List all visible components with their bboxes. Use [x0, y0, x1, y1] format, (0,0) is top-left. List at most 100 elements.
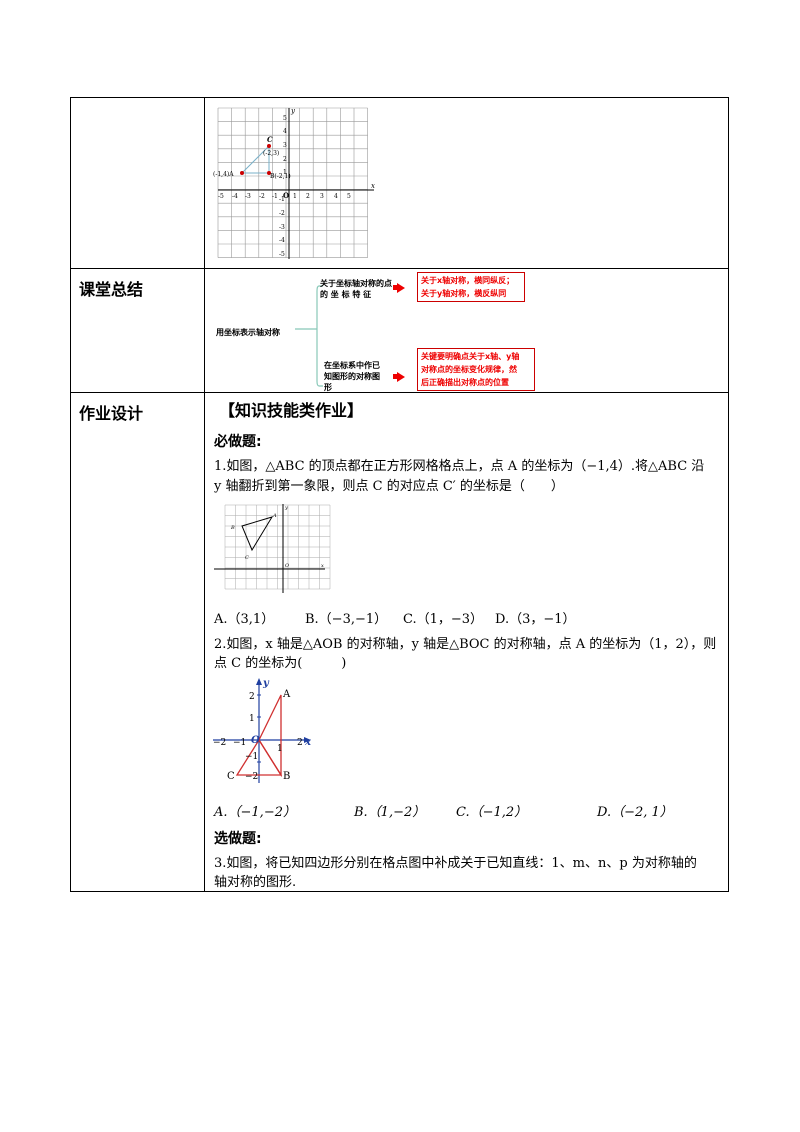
- q2-triangle-aob: [258, 694, 282, 778]
- q2-tick-m2: −2: [245, 772, 258, 782]
- x-tick-label: -2: [259, 193, 265, 200]
- x-tick-label: -1: [272, 193, 278, 200]
- y-tick-label: 5: [283, 115, 287, 122]
- y-tick-label: 4: [283, 128, 287, 135]
- branch2-box-line3: 后正确描出对称点的位置: [421, 378, 509, 387]
- y-tick-label: -3: [279, 224, 285, 231]
- y-axis-label: y: [290, 107, 296, 115]
- branch1-box-line1: 关于x轴对称，横同纵反；: [421, 276, 515, 285]
- q2-option-b[interactable]: B.（1,−2）: [354, 805, 426, 820]
- q2-xtick-m2: −2: [213, 738, 226, 748]
- grid-lines: [217, 107, 368, 258]
- q1-label-b: B: [230, 525, 235, 531]
- point-a-marker: [240, 171, 244, 175]
- x-axis-label: x: [371, 182, 375, 190]
- q1-label-c: C: [245, 555, 249, 561]
- x-tick-label: -4: [232, 193, 238, 200]
- q2-label-o: O: [251, 735, 260, 746]
- branch1-box: 关于x轴对称，横同纵反； 关于y轴对称，横反纵同: [417, 272, 525, 302]
- branch2-arrow-icon: [397, 372, 405, 382]
- q2-xtick-m1: −1: [233, 738, 246, 748]
- point-a-label: (-1,4)A: [213, 171, 234, 178]
- row-label-homework: 作业设计: [79, 404, 144, 423]
- row-label-summary: 课堂总结: [79, 280, 144, 299]
- q2-line1: 2.如图，x 轴是△AOB 的对称轴，y 轴是△BOC 的对称轴，点 A 的坐标…: [214, 637, 717, 652]
- q1-line1: 1.如图，△ABC 的顶点都在正方形网格格点上，点 A 的坐标为（−1,4）.将…: [214, 459, 705, 474]
- required-title: 必做题:: [214, 434, 262, 450]
- branch2-box-line2: 对称点的坐标变化规律，然: [421, 365, 517, 374]
- q1-grid-lines: [224, 504, 331, 590]
- q1-figure: A B C O x y: [214, 504, 331, 593]
- branch1-arrow-stem: [393, 285, 397, 290]
- x-tick-label: 3: [320, 193, 324, 200]
- q2-xtick-1: 1: [277, 744, 283, 754]
- q1-triangle-abc: [241, 516, 274, 552]
- origin-label: O: [283, 191, 289, 200]
- q1-option-b[interactable]: B.（−3,−1）: [305, 612, 388, 627]
- q2-label-a: A: [282, 689, 291, 700]
- triangle-abc: [241, 144, 270, 174]
- branch2-line2: 知图形的对称图: [324, 372, 380, 381]
- optional-title: 选做题:: [214, 831, 262, 847]
- y-tick-label: 2: [283, 156, 287, 163]
- y-tick-label: -1: [279, 196, 285, 203]
- branch1-text: 关于坐标轴对称的点 的 坐 标 特 征: [320, 278, 392, 300]
- x-tick-label: 1: [293, 193, 297, 200]
- point-c-marker: [267, 144, 271, 148]
- point-c-coord: (-2,3): [263, 150, 279, 157]
- q2-tick-2: 2: [249, 692, 255, 702]
- q2-x-arrow-icon: [304, 737, 311, 743]
- branch2-box-line1: 关键要明确点关于x轴、y轴: [421, 352, 520, 361]
- y-tick-label: 3: [283, 142, 287, 149]
- row-divider: [71, 392, 728, 393]
- q2-y-arrow-icon: [256, 678, 262, 685]
- y-tick-label: -2: [279, 210, 285, 217]
- q1-option-d[interactable]: D.（3，−1）: [495, 612, 576, 627]
- x-tick-label: 4: [334, 193, 338, 200]
- q2-option-d[interactable]: D.（−2, 1）: [597, 805, 673, 820]
- branch1-box-line2: 关于y轴对称，横反纵同: [421, 289, 507, 298]
- q2-line2: 点 C 的坐标为( ): [214, 656, 347, 671]
- section-title: 【知识技能类作业】: [219, 401, 364, 420]
- q2-tick-1: 1: [249, 714, 255, 724]
- q3-line2: 轴对称的图形.: [214, 875, 297, 890]
- branch1-line1: 关于坐标轴对称的点: [320, 279, 392, 288]
- mindmap-bracket: [295, 285, 323, 387]
- q2-option-c[interactable]: C.（−1,2）: [456, 805, 528, 820]
- point-b-marker: [267, 171, 271, 175]
- q1-label-y: y: [284, 505, 288, 511]
- branch2-box: 关键要明确点关于x轴、y轴 对称点的坐标变化规律，然 后正确描出对称点的位置: [417, 348, 535, 391]
- y-tick-label: -4: [279, 237, 285, 244]
- q1-label-o: O: [285, 563, 289, 569]
- q2-figure: y x O 2 1 −1 −2 −2 −1 1 2 A B C: [213, 678, 312, 783]
- q3-line1: 3.如图，将已知四边形分别在格点图中补成关于已知直线：1、m、n、p 为对称轴的: [214, 856, 697, 871]
- x-tick-label: -3: [245, 193, 251, 200]
- branch2-text: 在坐标系中作已 知图形的对称图 形: [324, 360, 380, 393]
- column-divider: [204, 98, 205, 891]
- q1-line2: y 轴翻折到第一象限，则点 C 的对应点 C′ 的坐标是（ ）: [214, 479, 564, 494]
- point-b-label: B(-2,1): [270, 173, 291, 180]
- branch2-line1: 在坐标系中作已: [324, 361, 380, 370]
- q1-option-a[interactable]: A.（3,1）: [214, 612, 275, 627]
- point-c-label: C: [267, 135, 273, 144]
- q1-label-a: A: [272, 513, 277, 519]
- q1-option-c[interactable]: C.（1，−3）: [403, 612, 484, 627]
- q1-label-x: x: [321, 563, 324, 569]
- x-tick-label: 5: [347, 193, 351, 200]
- x-tick-label: 2: [306, 193, 310, 200]
- q2-triangle-boc: [235, 738, 283, 776]
- row-divider: [71, 268, 728, 269]
- branch2-line3: 形: [324, 383, 332, 392]
- q2-option-a[interactable]: A.（−1,−2）: [214, 805, 296, 820]
- q2-label-c: C: [227, 771, 235, 782]
- branch1-line2: 的 坐 标 特 征: [320, 290, 372, 299]
- q2-label-y: y: [262, 678, 270, 689]
- q2-tick-m1: −1: [245, 752, 258, 762]
- q2-xtick-2: 2: [297, 738, 303, 748]
- y-tick-label: 1: [283, 169, 287, 176]
- q2-label-x: x: [304, 737, 312, 748]
